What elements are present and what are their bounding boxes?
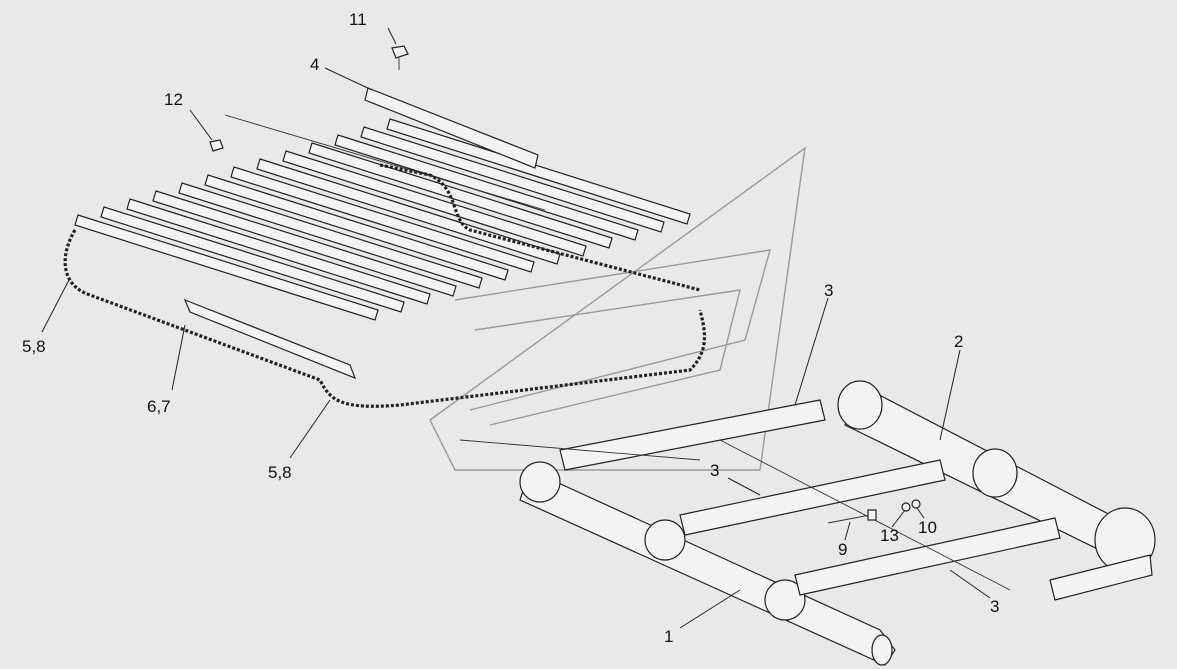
conveyor-slat <box>308 142 613 249</box>
frame-bar-3c <box>794 517 1061 596</box>
callout-2: 2 <box>954 332 963 351</box>
callout-3-bottom: 3 <box>990 597 999 616</box>
conveyor-slat <box>126 198 431 305</box>
conveyor-slat <box>386 118 691 225</box>
drive-shaft-part-1 <box>519 461 896 666</box>
conveyor-slat <box>256 158 561 265</box>
conveyor-slat <box>74 214 379 321</box>
cross-rod-1 <box>719 439 1011 591</box>
bolt-part-11 <box>391 45 409 70</box>
callout-5-8-left: 5,8 <box>22 337 46 356</box>
conveyor-slats <box>74 118 691 321</box>
conveyor-slat <box>100 206 405 313</box>
callout-labels: 11 4 12 5,8 6,7 5,8 3 2 3 13 10 9 3 1 <box>22 10 999 646</box>
chain-guide-left <box>183 298 357 380</box>
conveyor-slat <box>360 126 665 233</box>
sprocket-1 <box>519 461 561 503</box>
washer-part-10 <box>911 499 921 509</box>
drive-chain-left <box>63 229 707 408</box>
callout-10: 10 <box>918 518 937 537</box>
callout-3-middle: 3 <box>710 461 719 480</box>
callout-9: 9 <box>838 540 847 559</box>
conveyor-slat <box>282 150 587 257</box>
cross-rod-2 <box>459 439 701 461</box>
callout-12: 12 <box>164 90 183 109</box>
callout-3-top: 3 <box>824 281 833 300</box>
washer-part-13 <box>901 502 911 512</box>
callout-11: 11 <box>349 10 367 29</box>
callout-1: 1 <box>664 627 673 646</box>
conveyor-slat <box>204 174 509 281</box>
frame-bar-3a <box>559 399 826 471</box>
callout-13: 13 <box>880 526 899 545</box>
callout-5-8-bottom: 5,8 <box>268 463 292 482</box>
watermark-logo <box>429 146 806 471</box>
callout-6-7: 6,7 <box>147 397 171 416</box>
leader-lines <box>41 27 991 629</box>
conveyor-slat <box>334 134 639 241</box>
frame-bar-3b <box>679 459 946 536</box>
guide-bar-part-4 <box>364 87 539 169</box>
sprocket-3 <box>764 579 806 621</box>
callout-4: 4 <box>310 55 319 74</box>
nut-part-12 <box>209 139 224 152</box>
sprocket-2 <box>644 519 686 561</box>
bolt-part-9 <box>827 509 877 524</box>
conveyor-slat <box>152 190 457 297</box>
tension-roller-part-2 <box>837 380 1156 601</box>
conveyor-slat <box>178 182 483 289</box>
assembly-line <box>224 114 546 211</box>
conveyor-slat <box>230 166 535 273</box>
